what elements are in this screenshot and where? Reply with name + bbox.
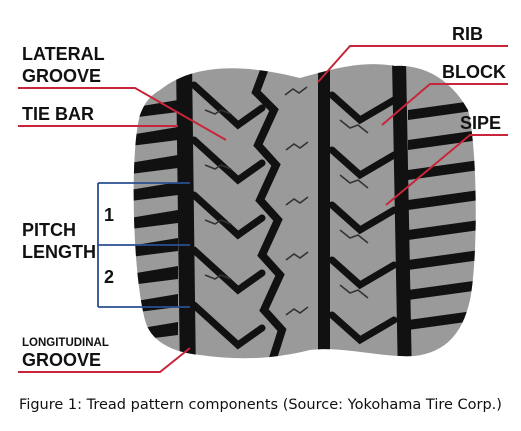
leader-longitudinal-groove (18, 347, 191, 373)
zigzag-groove-left (251, 64, 287, 359)
shoulder-grooves-right (408, 100, 476, 330)
leader-rib (317, 45, 508, 83)
tire-tread (133, 64, 476, 359)
label-pitch-length-line1: PITCH (22, 220, 76, 240)
leader-lines (18, 45, 508, 373)
label-pitch-2: 2 (104, 267, 114, 287)
label-pitch-1: 1 (104, 205, 114, 225)
shoulder-grooves-left (133, 100, 178, 341)
label-sipe: SIPE (460, 113, 501, 133)
label-pitch-length-line2: LENGTH (22, 242, 96, 262)
lateral-grooves (190, 81, 266, 350)
label-longitudinal-groove-line1: LONGITUDINAL (22, 337, 109, 349)
block-grooves (328, 91, 398, 345)
label-longitudinal-groove-line2: GROOVE (22, 350, 101, 370)
sipes (204, 86, 369, 316)
label-block: BLOCK (442, 62, 506, 82)
pitch-bracket (97, 182, 190, 308)
leader-block (381, 83, 508, 126)
label-tie-bar: TIE BAR (22, 104, 94, 124)
figure-caption: Figure 1: Tread pattern components (Sour… (19, 397, 502, 413)
label-lateral-groove-line1: LATERAL (22, 44, 105, 64)
label-rib: RIB (452, 24, 483, 44)
leader-lateral-groove (18, 87, 227, 141)
label-lateral-groove-line2: GROOVE (22, 66, 101, 86)
leader-sipe (385, 134, 508, 206)
